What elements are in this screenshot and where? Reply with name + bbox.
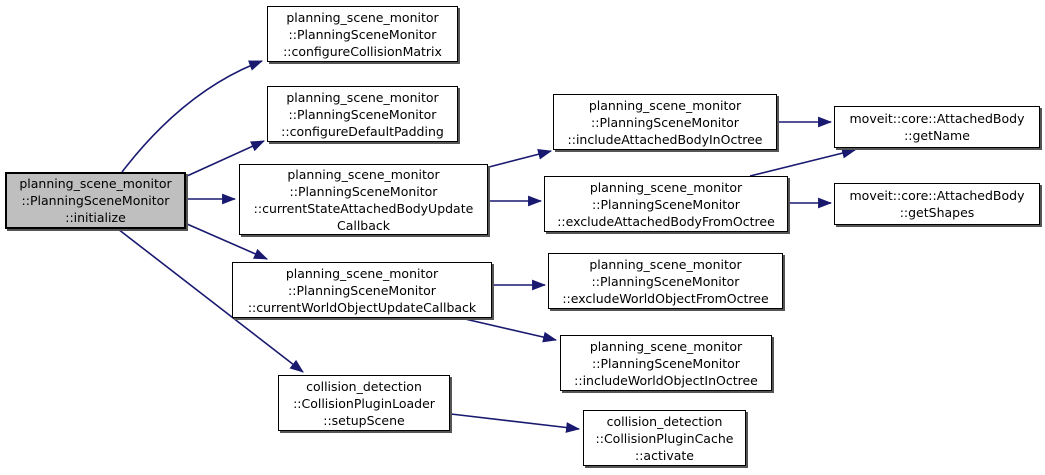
edge-initialize-to-configureDefaultPadding — [186, 140, 265, 177]
graph-node-getShapes[interactable]: moveit::core::AttachedBody ::getShapes — [834, 183, 1040, 225]
edge-initialize-to-setupScene — [117, 228, 304, 373]
graph-node-includeAttachedBodyInOctree[interactable]: planning_scene_monitor ::PlanningSceneMo… — [553, 94, 777, 150]
graph-node-currentStateAttachedBodyUpdateCallback[interactable]: planning_scene_monitor ::PlanningSceneMo… — [239, 164, 488, 235]
graph-node-includeWorldObjectInOctree[interactable]: planning_scene_monitor ::PlanningSceneMo… — [560, 335, 772, 391]
graph-node-currentWorldObjectUpdateCallback[interactable]: planning_scene_monitor ::PlanningSceneMo… — [232, 262, 492, 318]
graph-node-setupScene[interactable]: collision_detection ::CollisionPluginLoa… — [278, 375, 450, 431]
edge-currentStateAttachedBodyUpdateCallback-to-includeAttachedBodyInOctree — [488, 149, 553, 168]
graph-node-configureCollisionMatrix[interactable]: planning_scene_monitor ::PlanningSceneMo… — [267, 6, 458, 62]
graph-node-excludeAttachedBodyFromOctree[interactable]: planning_scene_monitor ::PlanningSceneMo… — [544, 176, 788, 232]
edge-initialize-to-currentWorldObjectUpdateCallback — [186, 223, 268, 260]
graph-node-initialize: planning_scene_monitor ::PlanningSceneMo… — [5, 172, 186, 229]
graph-node-activate[interactable]: collision_detection ::CollisionPluginCac… — [583, 410, 746, 466]
edge-initialize-to-configureCollisionMatrix — [121, 60, 264, 173]
graph-node-excludeWorldObjectFromOctree[interactable]: planning_scene_monitor ::PlanningSceneMo… — [548, 253, 783, 309]
graph-node-configureDefaultPadding[interactable]: planning_scene_monitor ::PlanningSceneMo… — [267, 86, 458, 142]
graph-node-getName[interactable]: moveit::core::AttachedBody ::getName — [834, 106, 1040, 148]
edge-currentWorldObjectUpdateCallback-to-includeWorldObjectInOctree — [464, 318, 558, 343]
edge-setupScene-to-activate — [450, 413, 581, 433]
edge-excludeAttachedBodyFromOctree-to-getName — [749, 147, 857, 177]
